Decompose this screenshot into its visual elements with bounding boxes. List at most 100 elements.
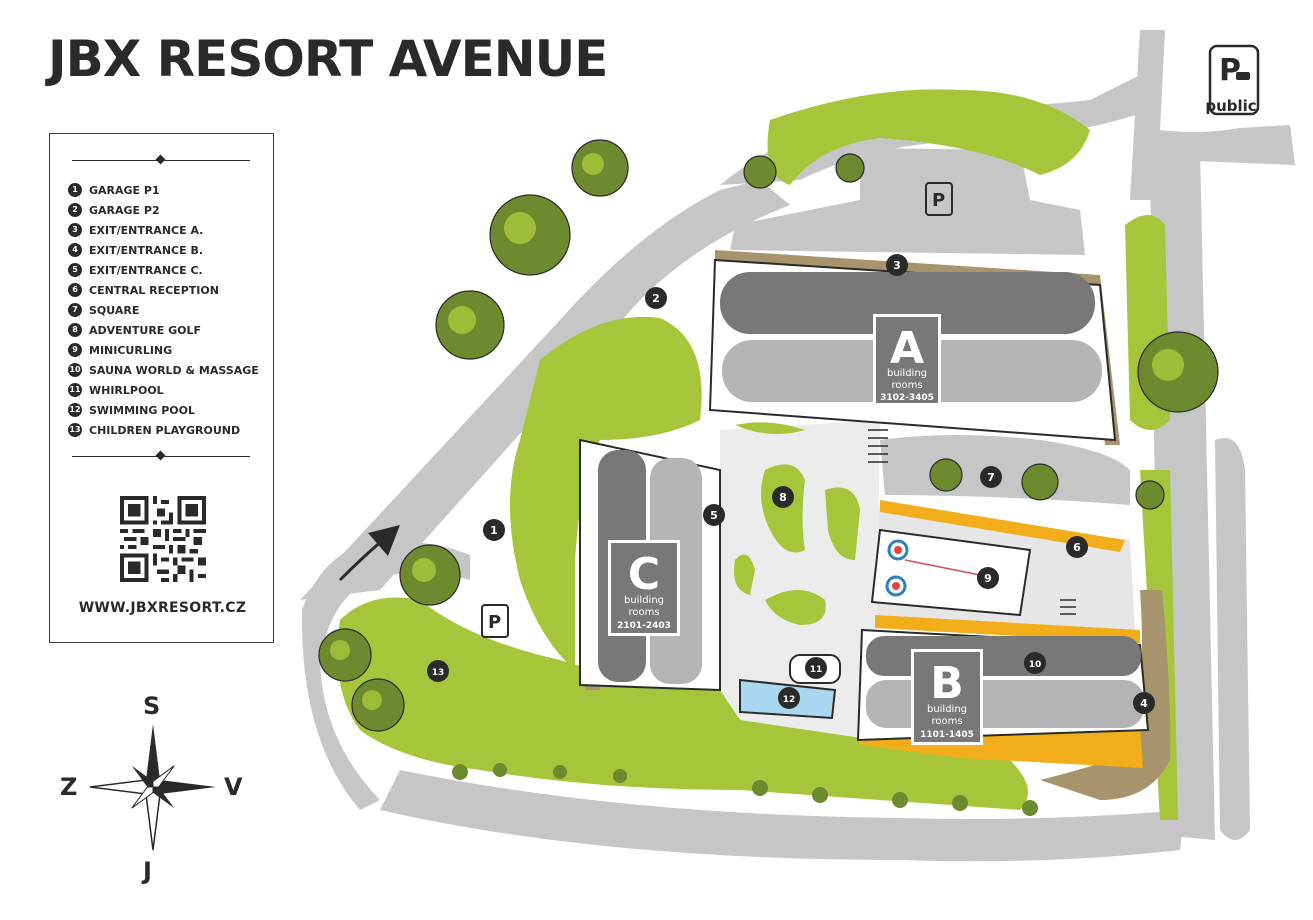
qr-code-icon[interactable] — [120, 496, 206, 582]
golf-blob-2 — [825, 487, 860, 560]
svg-text:A: A — [890, 323, 924, 374]
marker-10[interactable]: 10 — [1024, 652, 1046, 674]
trees — [318, 139, 1219, 732]
legend-label: EXIT/ENTRANCE B. — [89, 243, 204, 257]
legend-item[interactable]: 9 MINICURLING — [68, 340, 259, 360]
green-top-small — [735, 422, 805, 434]
building-b-shape — [856, 628, 1150, 742]
tree-icon — [835, 153, 865, 183]
website-link[interactable]: WWW.JBXRESORT.CZ — [78, 600, 247, 616]
legend-label: WHIRLPOOL — [89, 383, 164, 397]
building-c-label[interactable]: C building rooms 2101-2403 — [608, 540, 680, 636]
arrowhead — [368, 525, 400, 556]
svg-text:rooms: rooms — [628, 607, 659, 618]
hedge — [452, 763, 1038, 816]
building-a-label[interactable]: A building rooms 3102-3405 — [873, 314, 941, 406]
svg-text:B: B — [930, 658, 964, 709]
svg-text:3102-3405: 3102-3405 — [880, 393, 934, 403]
legend-number: 5 — [68, 263, 82, 277]
compass-west-label: Z — [60, 773, 78, 801]
svg-text:1101-1405: 1101-1405 — [920, 730, 974, 740]
legend-number: 12 — [68, 403, 82, 417]
legend-item[interactable]: 10 SAUNA WORLD & MASSAGE — [68, 360, 259, 380]
compass-south-label: J — [143, 857, 152, 885]
svg-text:P: P — [488, 612, 501, 633]
legend-label: SAUNA WORLD & MASSAGE — [89, 363, 259, 377]
svg-text:11: 11 — [810, 665, 823, 675]
marker-12[interactable]: 12 — [778, 687, 800, 709]
svg-text:5: 5 — [710, 509, 718, 522]
orange-top — [880, 500, 1125, 552]
legend-number: 10 — [68, 363, 82, 377]
green-west-big — [510, 316, 702, 670]
marker-3[interactable]: 3 — [886, 254, 908, 276]
marker-5[interactable]: 5 — [703, 504, 725, 526]
legend-label: GARAGE P2 — [89, 203, 160, 217]
marker-4[interactable]: 4 — [1133, 692, 1155, 714]
green-north — [767, 89, 1090, 185]
east-lane — [1215, 438, 1250, 840]
svg-text:9: 9 — [984, 572, 992, 585]
golf-blob-4 — [734, 554, 755, 595]
tree-icon — [929, 458, 963, 492]
svg-text:12: 12 — [783, 695, 796, 705]
legend-label: GARAGE P1 — [89, 183, 160, 197]
square-area — [880, 435, 1130, 505]
compass-east-label: V — [224, 773, 243, 801]
legend-number: 1 — [68, 183, 82, 197]
marker-9[interactable]: 9 — [977, 567, 999, 589]
legend-number: 3 — [68, 223, 82, 237]
green-areas — [337, 89, 1178, 820]
svg-text:rooms: rooms — [891, 380, 922, 391]
legend-number: 9 — [68, 343, 82, 357]
legend-label: CHILDREN PLAYGROUND — [89, 423, 241, 437]
tree-icon — [1135, 480, 1165, 510]
building-b-label[interactable]: B building rooms 1101-1405 — [911, 649, 983, 745]
page-title: JBX RESORT AVENUE — [48, 30, 608, 88]
svg-text:building: building — [887, 368, 927, 379]
legend-label: CENTRAL RECEPTION — [89, 283, 219, 297]
compass-rose — [89, 724, 216, 851]
tree-icon — [743, 155, 777, 189]
marker-11[interactable]: 11 — [805, 657, 827, 679]
south-road — [380, 770, 1185, 862]
marker-13[interactable]: 13 — [427, 660, 449, 682]
legend-item[interactable]: 1 GARAGE P1 — [68, 180, 259, 200]
svg-text:P: P — [1219, 53, 1241, 88]
compass-north-label: S — [143, 692, 161, 720]
legend-label: EXIT/ENTRANCE C. — [89, 263, 203, 277]
marker-7[interactable]: 7 — [980, 466, 1002, 488]
marker-8[interactable]: 8 — [772, 486, 794, 508]
marker-6[interactable]: 6 — [1066, 536, 1088, 558]
legend-item[interactable]: 11 WHIRLPOOL — [68, 380, 259, 400]
svg-text:10: 10 — [1029, 660, 1042, 670]
legend-number: 11 — [68, 383, 82, 397]
tree-highlights — [330, 153, 1184, 710]
legend-label: SQUARE — [89, 303, 140, 317]
marker-2[interactable]: 2 — [645, 287, 667, 309]
legend-item[interactable]: 5 EXIT/ENTRANCE C. — [68, 260, 259, 280]
svg-text:2101-2403: 2101-2403 — [617, 621, 671, 631]
legend-divider-bottom — [72, 456, 250, 457]
svg-text:C: C — [628, 549, 660, 600]
marker-1[interactable]: 1 — [483, 519, 505, 541]
svg-text:P: P — [932, 190, 945, 211]
green-south-wide — [337, 597, 740, 790]
parking-lot-north — [730, 148, 1085, 255]
legend-divider-top — [72, 160, 250, 161]
svg-text:rooms: rooms — [931, 716, 962, 727]
legend-label: MINICURLING — [89, 343, 173, 357]
golf-blob-3 — [765, 590, 826, 625]
tree-icon — [1021, 463, 1059, 501]
